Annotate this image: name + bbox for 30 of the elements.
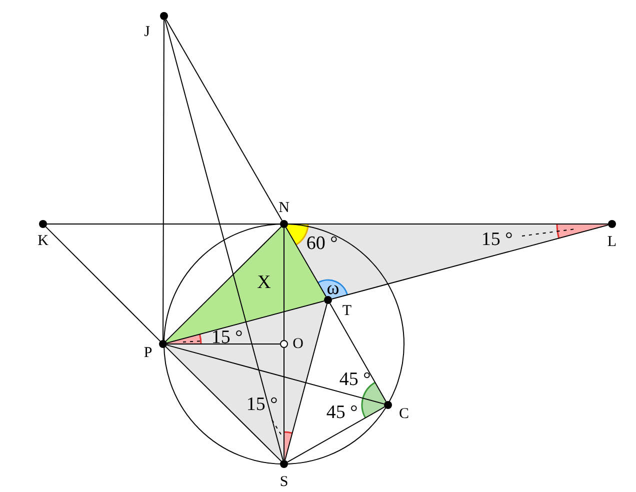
line-segment: [164, 19, 284, 461]
point-label: L: [606, 233, 618, 251]
line-segment: [331, 224, 609, 300]
line-segment: [329, 302, 387, 402]
line-segment: [165, 226, 282, 342]
line-segment: [166, 18, 282, 222]
point-label: J: [143, 23, 151, 41]
angle-label: 15 °: [481, 229, 513, 251]
line-segment: [286, 226, 326, 298]
angle-label: 60 °: [306, 233, 338, 255]
point-label: S: [278, 473, 290, 491]
point-label: T: [341, 302, 353, 320]
line-segment: [166, 344, 385, 404]
angle-label: X: [257, 272, 271, 294]
angle-label: 15 °: [246, 394, 278, 416]
line-segment: [286, 406, 386, 463]
point-label: C: [398, 405, 410, 423]
point-label: K: [36, 232, 50, 250]
line-segment: [162, 20, 164, 340]
point-label: N: [278, 199, 290, 217]
angle-label: ω: [326, 278, 340, 300]
angle-label: 45 °: [326, 402, 358, 424]
point-label: P: [142, 344, 154, 362]
angle-label: 45 °: [339, 369, 371, 391]
line-segment: [166, 300, 325, 344]
angle-label: 15 °: [211, 327, 243, 349]
line-segment: [284, 303, 328, 461]
line-segment: [165, 346, 282, 462]
line-segment: [45, 226, 161, 342]
point-label: O: [292, 335, 304, 353]
